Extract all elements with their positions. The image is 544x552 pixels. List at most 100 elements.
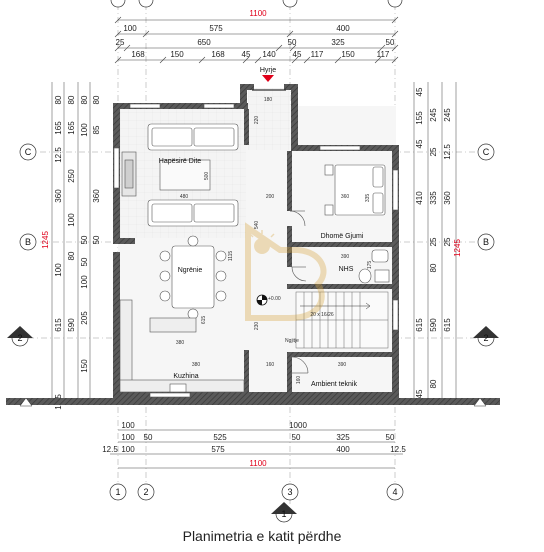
room-label-bedroom: Dhomë Gjumi	[321, 233, 364, 240]
bottom-dim-r2-6: 50	[386, 433, 395, 442]
left-axis-bubbles: C B 2	[7, 143, 37, 347]
right-dim-c3-5: 615	[443, 318, 452, 332]
top-dim-r3-5: 140	[262, 50, 276, 59]
left-dim-c4-4: 360	[92, 189, 101, 203]
top-dim-1: 100	[123, 24, 137, 33]
left-dim-3: 12.5	[54, 147, 63, 163]
top-dim-r2-5: 50	[386, 38, 395, 47]
top-dim-2: 575	[209, 24, 223, 33]
stair-hall-height-dim: 230	[254, 322, 260, 331]
left-dim-c2-4: 100	[67, 213, 76, 227]
room-label-technical: Ambient teknik	[311, 381, 357, 388]
top-dim-r3-6: 45	[293, 50, 302, 59]
left-dim-1: 80	[54, 95, 63, 104]
right-dim-c2-3: 335	[429, 191, 438, 205]
top-dim-r3-1: 168	[131, 50, 145, 59]
hall-height-dim: 160	[266, 362, 275, 368]
axis-label-left-c: C	[25, 147, 32, 157]
bottom-dim-r3-5: 12.5	[390, 445, 406, 454]
room-labels: Hyrje Hapësirë Dite Ngrënie Kuzhina Dhom…	[159, 67, 364, 388]
kitchen-width-dim: 380	[192, 362, 201, 368]
doors	[252, 89, 309, 374]
top-total-dim: 1100	[249, 9, 267, 18]
right-dim-c3-4: 25	[443, 237, 452, 246]
left-dim-c3-5: 100	[80, 275, 89, 289]
right-dim-c2-2: 25	[429, 147, 438, 156]
toilet	[358, 268, 372, 284]
top-dim-r2-3: 50	[288, 38, 297, 47]
bed	[334, 164, 386, 216]
right-dim-c2-6: 590	[429, 318, 438, 332]
bottom-dim-r3-2: 100	[121, 445, 135, 454]
living-height-dim: 500	[204, 172, 210, 181]
left-dim-6: 615	[54, 318, 63, 332]
technical-height-dim: 160	[296, 376, 302, 385]
axis-label-right-2: 2	[483, 333, 488, 343]
bottom-dim-r3-3: 575	[211, 445, 225, 454]
right-dim-4: 410	[415, 191, 424, 205]
left-dim-c3-6: 205	[80, 311, 89, 325]
top-dim-3: 400	[336, 24, 350, 33]
right-dim-2: 155	[415, 111, 424, 125]
right-dim-3: 45	[415, 139, 424, 148]
axis-label-right-b: B	[483, 237, 489, 247]
axis-label-bottom-2: 2	[143, 487, 148, 497]
left-dim-c2-1: 80	[67, 95, 76, 104]
entrance-label: Hyrje	[260, 67, 276, 74]
axis-label-left-b: B	[25, 237, 31, 247]
room-label-living: Hapësirë Dite	[159, 158, 202, 165]
kitchen-island	[149, 317, 197, 333]
right-dim-c2-5: 80	[429, 263, 438, 272]
left-dim-4: 360	[54, 189, 63, 203]
axis-label-bottom-4: 4	[392, 487, 397, 497]
left-dim-2: 165	[54, 121, 63, 135]
right-dim-c2-7: 80	[429, 379, 438, 388]
left-dim-c4-1: 80	[92, 95, 101, 104]
axis-label-bottom-1: 1	[115, 487, 120, 497]
right-dim-c2-1: 245	[429, 108, 438, 122]
elevation-label: +0.00	[268, 296, 281, 302]
inner-dimensions: 180 220 480 500 200 540 360 335 390 175 …	[176, 97, 373, 384]
kitchen-width-dim-2: 380	[176, 340, 185, 346]
bottom-total-dim: 1100	[249, 459, 267, 468]
elevation-marker: +0.00	[256, 294, 281, 306]
bottom-dim-r2-1: 100	[121, 433, 135, 442]
left-dim-c3-2: 100	[80, 123, 89, 137]
top-dim-r2-1: 25	[116, 38, 125, 47]
dining-table	[171, 245, 215, 309]
corridor-width-dim: 200	[266, 194, 275, 200]
right-dim-c2-4: 25	[429, 237, 438, 246]
bottom-dim-r2-3: 525	[213, 433, 227, 442]
top-dim-r2-2: 650	[197, 38, 211, 47]
entrance-arrow-icon	[262, 75, 274, 82]
sink	[371, 249, 389, 263]
top-dimensions: 1100 100 575 400 25 650 50 325 50 168 15…	[114, 9, 399, 64]
top-dim-r3-3: 168	[211, 50, 225, 59]
windows	[113, 103, 399, 398]
coffee-table	[159, 159, 211, 191]
axis-label-bottom-3: 3	[287, 487, 292, 497]
axis-label-left-2: 2	[17, 333, 22, 343]
top-axis-bubbles	[110, 0, 403, 8]
kitchen-counter-left	[119, 299, 133, 393]
right-axis-bubbles: C B 2	[473, 143, 499, 347]
room-label-bathroom: NHS	[339, 266, 354, 273]
left-dim-5: 100	[54, 263, 63, 277]
left-dimensions: 1245 80 165 12.5 360 100 615 12.5 80 165…	[41, 82, 101, 410]
bath-height-dim: 175	[367, 261, 373, 270]
bottom-dim-r1-1: 100	[121, 421, 135, 430]
bottom-dim-r2-2: 50	[144, 433, 153, 442]
bedroom-height-dim: 335	[365, 194, 371, 203]
ground-section-line	[6, 397, 500, 407]
bath-width-dim: 390	[341, 254, 350, 260]
right-dim-c3-1: 245	[443, 108, 452, 122]
right-dim-c3-2: 12.5	[443, 144, 452, 160]
corridor-height-dim: 540	[254, 221, 260, 230]
right-total-dim: 1245	[453, 239, 462, 257]
entry-width-dim: 180	[264, 97, 273, 103]
stair-size-label: 20 x 16/26	[310, 312, 334, 318]
axis-label-right-c: C	[483, 147, 490, 157]
right-dimensions: 1245 45 155 45 410 615 45 245 25 335 25 …	[413, 82, 462, 402]
technical-width-dim: 390	[338, 362, 347, 368]
